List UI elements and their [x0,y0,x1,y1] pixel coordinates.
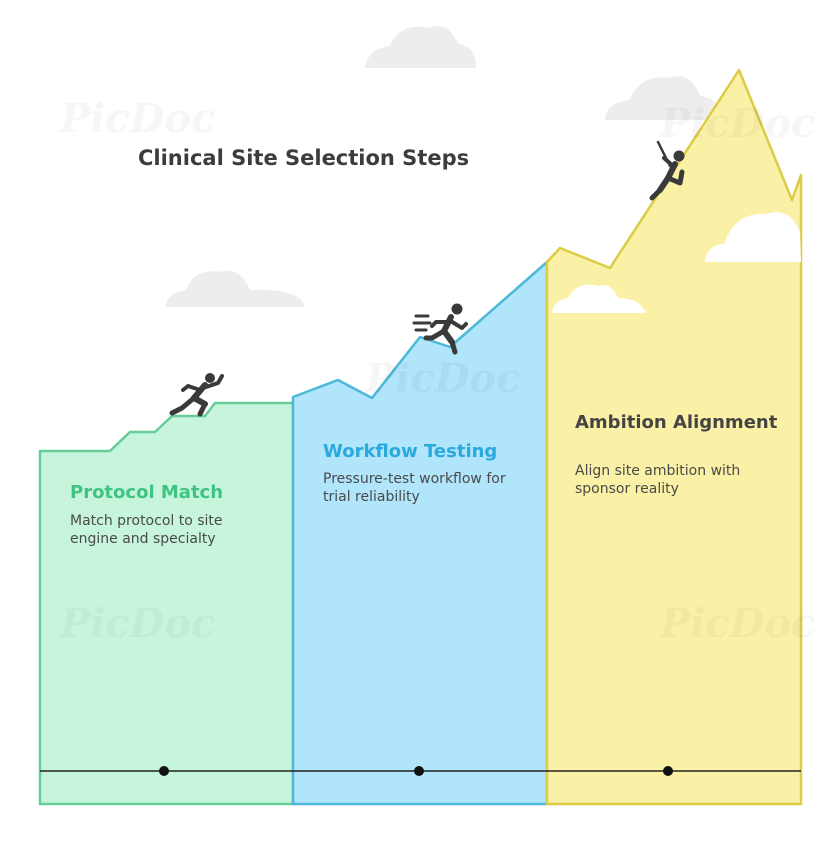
step-title-protocol-match: Protocol Match [70,482,224,503]
step-description-workflow-testing: Pressure-test workflow for trial reliabi… [323,471,506,505]
watermark: PicDoc [660,600,815,647]
watermark: PicDoc [660,100,815,147]
step-title-workflow-testing: Workflow Testing [323,441,498,462]
watermark: PicDoc [365,355,520,402]
timeline-marker-protocol [159,766,169,776]
diagram-title: Clinical Site Selection Steps [138,146,470,170]
step-description-protocol-match: Match protocol to site engine and specia… [70,513,223,547]
protocol-match-region [38,401,295,806]
workflow-testing-region [291,260,549,806]
timeline-marker-workflow [414,766,424,776]
timeline-marker-ambition [663,766,673,776]
climbing-person-icon [649,140,685,201]
cloud-decoration [165,26,722,307]
sprinting-person-icon [412,303,468,355]
watermark: PicDoc [60,95,215,142]
step-description-ambition-alignment: Align site ambition with sponsor reality [575,463,741,497]
cloud-decoration [552,212,801,313]
step-title-ambition-alignment: Ambition Alignment [575,412,778,433]
watermark: PicDoc [60,600,215,647]
running-person-icon [169,373,224,417]
